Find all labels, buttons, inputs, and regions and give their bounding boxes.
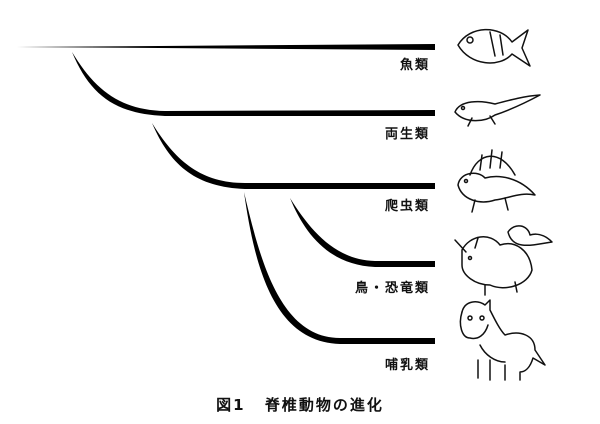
taxon-label-amphibians: 両生類 xyxy=(384,127,430,142)
fish-icon xyxy=(457,28,531,67)
branch-fish xyxy=(17,44,435,50)
branch-mammals xyxy=(244,192,435,344)
dimetrodon-icon xyxy=(457,149,536,213)
salamander-icon xyxy=(454,94,541,127)
triceratops-bird-icon xyxy=(454,225,553,296)
figure-title: 脊椎動物の進化 xyxy=(264,396,384,414)
taxon-label-mammals: 哺乳類 xyxy=(384,358,430,373)
taxon-label-reptiles: 爬虫類 xyxy=(384,199,430,214)
figure-number: 図1 xyxy=(216,396,246,414)
taxon-label-birds-dinosaurs: 鳥・恐竜類 xyxy=(354,281,430,296)
branch-birds-dinosaurs xyxy=(290,198,435,267)
taxon-label-fish: 魚類 xyxy=(399,58,430,73)
horse-icon xyxy=(459,299,546,381)
branch-amphibians xyxy=(72,52,435,116)
figure-caption: 図1 脊椎動物の進化 xyxy=(0,394,600,415)
